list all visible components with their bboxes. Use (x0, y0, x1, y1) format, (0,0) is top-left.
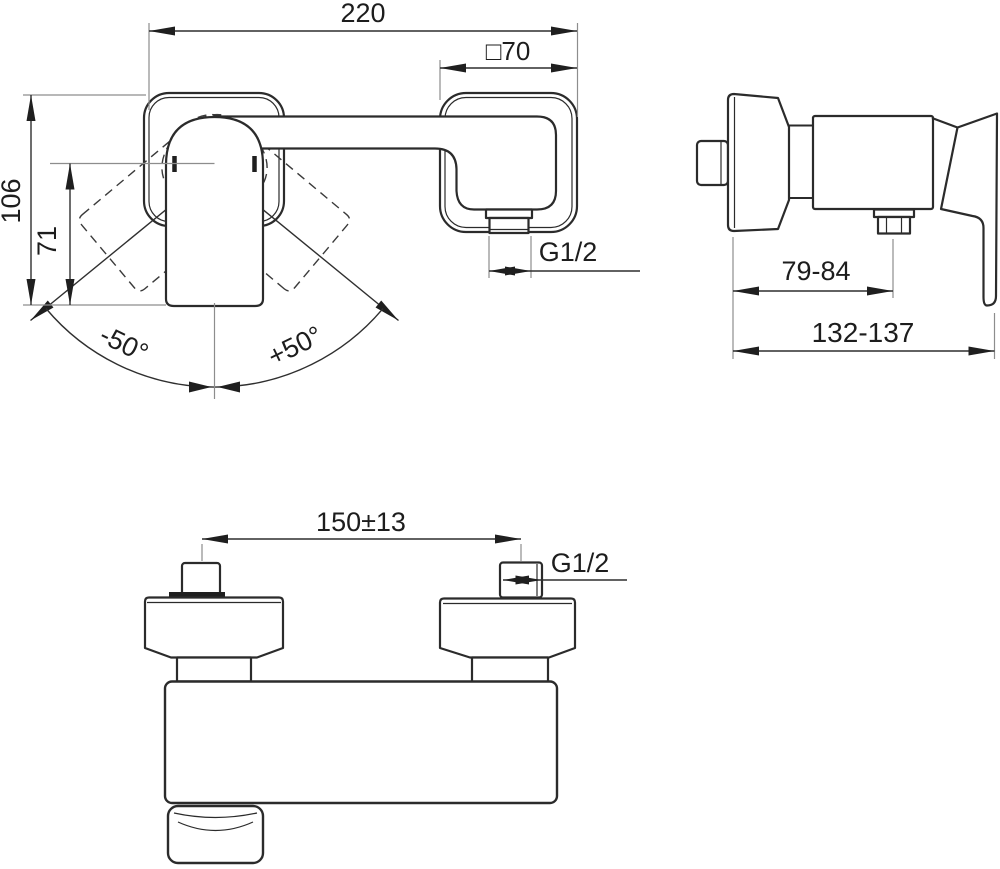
front-outlet-flange (484, 208, 534, 220)
side-body (811, 114, 935, 211)
side-view: 79-84 132-137 (695, 92, 999, 359)
top-handle-contour-2 (177, 821, 254, 831)
front-outlet-nozzle (488, 216, 530, 235)
top-handle (166, 804, 265, 865)
front-view: 220 □70 106 71 G1/2 -50° +50° (0, 0, 640, 399)
front-handle (164, 115, 265, 308)
dim-outlet-thread-label: G1/2 (539, 237, 598, 267)
dim-overall-height-label: 106 (0, 178, 26, 223)
dim-escutcheon-size-label: □70 (486, 36, 531, 66)
side-handle (939, 112, 999, 307)
swing-arc-zero-arrow-left (189, 381, 212, 393)
top-handle-contour-1 (173, 812, 258, 819)
dim-connection-thread-label: G1/2 (551, 548, 610, 578)
dim-wall-to-outlet-label: 79-84 (781, 256, 850, 286)
side-escutcheon (726, 92, 791, 233)
side-wall-connector (695, 139, 730, 187)
side-outlet-hex-nut (876, 215, 912, 235)
top-connector-left (180, 561, 222, 599)
top-connector-left-thread-band (169, 592, 225, 599)
dim-connection-centers-label: 150±13 (316, 507, 406, 537)
top-body (163, 680, 559, 805)
swing-arc-zero-arrow-right (217, 381, 240, 393)
dim-swing-positive-label: +50° (263, 320, 327, 372)
top-neck-left (175, 656, 253, 683)
top-neck-right (470, 656, 550, 684)
top-escutcheon-right (438, 597, 577, 659)
dim-swing-negative-label: -50° (95, 320, 153, 369)
side-outlet-flange (872, 208, 916, 219)
dim-wall-to-front-label: 132-137 (812, 317, 915, 348)
dim-handle-offset-label: 71 (32, 226, 62, 256)
top-escutcheon-left (143, 596, 285, 659)
front-spout (212, 115, 558, 211)
dim-overall-width-label: 220 (340, 0, 385, 28)
top-view: 150±13 G1/2 (143, 507, 627, 865)
side-handle-joint (931, 116, 958, 129)
